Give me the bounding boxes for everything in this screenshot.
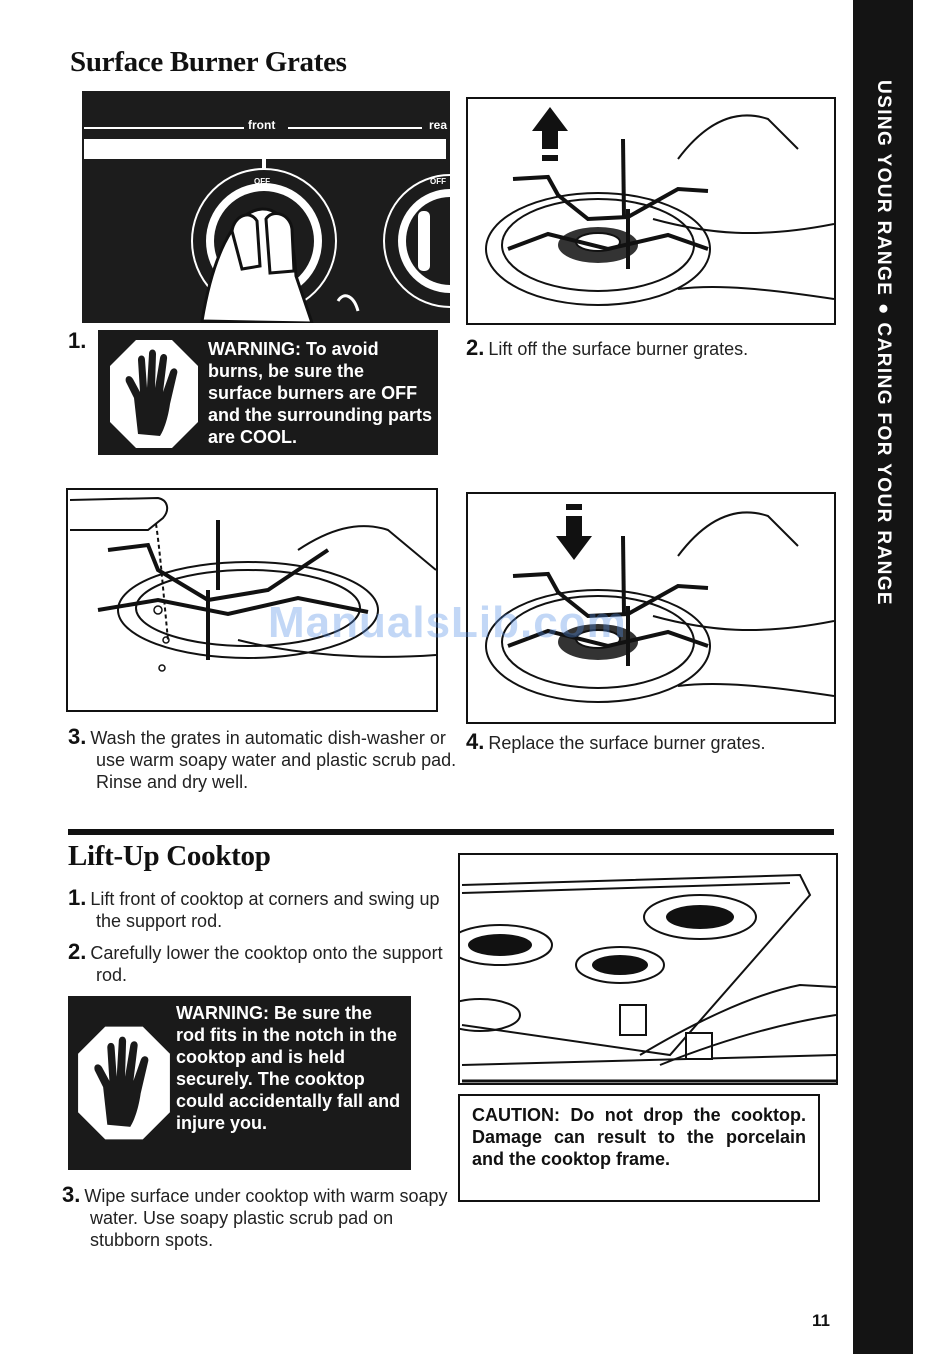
step-1-number: 1. xyxy=(68,328,87,353)
front-label: front xyxy=(248,118,276,132)
warning-text-rod: WARNING: Be sure the rod fits in the not… xyxy=(176,1003,401,1133)
step-2-text: 2.Lift off the surface burner grates. xyxy=(466,335,749,360)
caution-text: CAUTION: Do not drop the cooktop. Damage… xyxy=(472,1105,806,1169)
caution-box: CAUTION: Do not drop the cooktop. Damage… xyxy=(458,1094,820,1202)
off-label-second: OFF xyxy=(430,177,446,186)
step-4-text: 4.Replace the surface burner grates. xyxy=(466,729,766,754)
figure-lifted-cooktop xyxy=(458,853,838,1085)
figure-lift-grates xyxy=(466,97,836,325)
section-divider xyxy=(68,829,834,835)
figure-control-knobs: front rea OFF LITE HI OFF xyxy=(82,91,450,323)
section-title-lift-up-cooktop: Lift-Up Cooktop xyxy=(68,840,271,872)
figure-replace-grates xyxy=(466,492,836,724)
control-knobs-illustration xyxy=(82,91,450,323)
section-title-burner-grates: Surface Burner Grates xyxy=(70,46,347,78)
watermark: ManualsLib.com xyxy=(268,598,627,647)
step-3-text: 3.Wash the grates in automatic dish-wash… xyxy=(68,724,457,793)
hand-stop-icon xyxy=(78,1026,170,1140)
off-label: OFF xyxy=(254,177,270,186)
rear-label: rea xyxy=(429,118,448,132)
warning-box-burns: WARNING: To avoid burns, be sure the sur… xyxy=(98,330,438,455)
cooktop-step-1-text: 1.Lift front of cooktop at corners and s… xyxy=(68,885,440,932)
cooktop-step-3-text: 3.Wipe surface under cooktop with warm s… xyxy=(62,1182,448,1251)
lift-grates-illustration xyxy=(485,107,834,306)
lifted-cooktop-illustration xyxy=(460,873,836,1083)
figure-wash-grates xyxy=(66,488,438,712)
cooktop-step-2-text: 2.Carefully lower the cooktop onto the s… xyxy=(68,939,443,986)
replace-grates-illustration xyxy=(485,504,834,703)
wash-grates-illustration xyxy=(69,496,436,672)
hand-stop-icon xyxy=(110,340,198,448)
page-number: 11 xyxy=(812,1311,830,1330)
warning-box-rod: WARNING: Be sure the rod fits in the not… xyxy=(68,996,411,1170)
side-tab: USING YOUR RANGE ● CARING FOR YOUR RANGE xyxy=(853,0,913,1354)
side-tab-label: USING YOUR RANGE ● CARING FOR YOUR RANGE xyxy=(873,80,894,606)
warning-text-burns: WARNING: To avoid burns, be sure the sur… xyxy=(208,339,433,447)
